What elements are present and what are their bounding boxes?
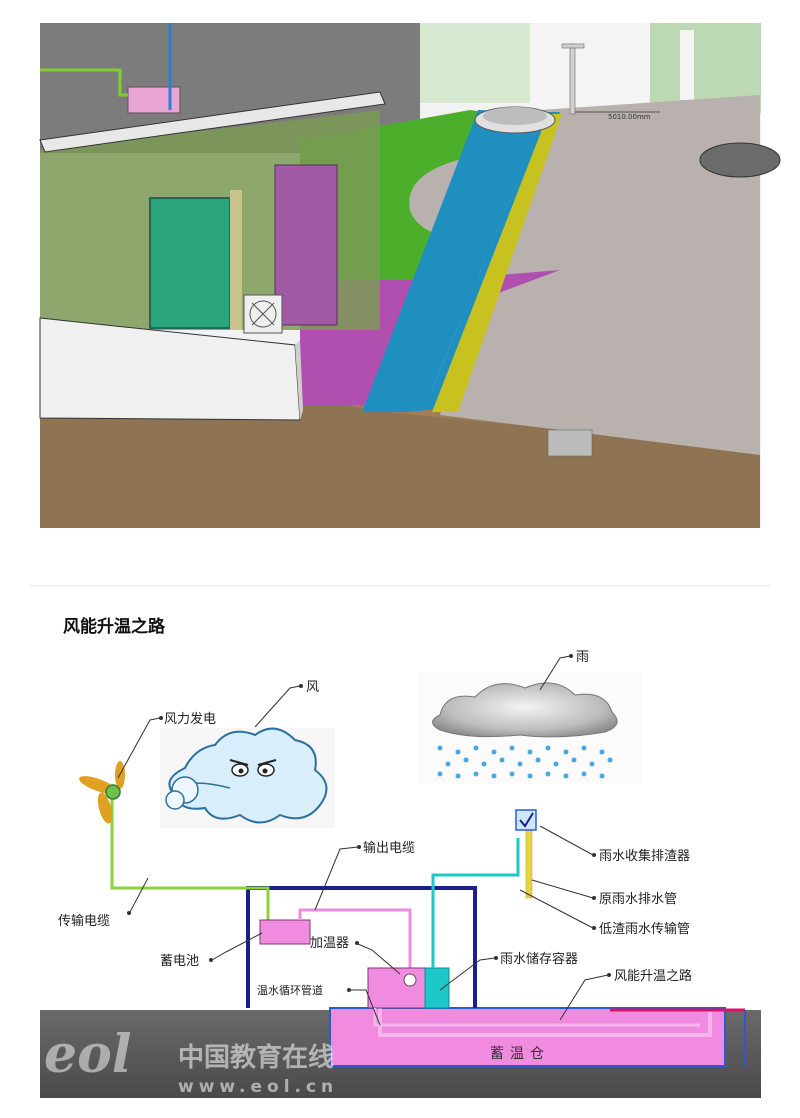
building-white <box>530 23 650 113</box>
label-hot-water-pipe: 温水循环管道 <box>257 983 323 997</box>
cabinet-side <box>230 190 242 330</box>
label-low-residue-pipe: 低渣雨水传输管 <box>599 921 690 937</box>
wind-cloud-icon <box>160 727 335 828</box>
output-cable <box>298 908 412 975</box>
shelter-roof <box>39 91 386 153</box>
front-wall-side <box>295 340 303 420</box>
3d-render: 5010.00mm <box>39 23 781 528</box>
pole-cap <box>561 43 585 49</box>
watermark-url: www.eol.cn <box>178 1077 338 1097</box>
battery <box>259 919 311 945</box>
low-residue-pipe <box>431 838 520 968</box>
pole <box>569 43 576 115</box>
blue-channel-wide <box>362 110 545 412</box>
building-wall-green <box>420 23 530 103</box>
enclosure <box>246 886 477 1008</box>
green-cabinet <box>149 197 231 329</box>
heater-icon <box>403 973 417 987</box>
label-wind: 风 <box>306 680 319 695</box>
wind-turbine-icon <box>79 761 125 880</box>
label-rain-storage: 雨水储存容器 <box>500 951 578 967</box>
green-pipe <box>40 68 128 97</box>
label-heater: 加温器 <box>310 936 349 951</box>
purple-panel <box>274 164 338 326</box>
heater-box <box>367 967 431 1009</box>
label-wind-power: 风力发电 <box>164 711 216 727</box>
planter-top <box>483 107 547 125</box>
diagram-title: 风能升温之路 <box>63 616 166 637</box>
dimension-label: 5010.00mm <box>608 113 651 121</box>
leader-dots <box>127 654 611 992</box>
storage-bin-label: 蓄温仓 <box>490 1046 550 1062</box>
bin-inner-pipe <box>378 1006 712 1037</box>
drain-slab <box>547 429 593 457</box>
fan-blade-2 <box>251 302 275 326</box>
label-wind-warming-route: 风能升温之路 <box>614 968 692 984</box>
label-rain-collector: 雨水收集排渣器 <box>599 848 690 864</box>
watermark-brand: 中国教育在线 <box>178 1042 334 1073</box>
fan-icon <box>249 300 277 328</box>
leader-lines <box>117 655 609 1026</box>
transmission-cable <box>110 880 270 920</box>
label-rain: 雨 <box>576 650 589 665</box>
raw-rain-pipe <box>525 827 533 899</box>
round-table <box>699 142 781 178</box>
pink-box <box>127 86 181 114</box>
door <box>680 30 694 100</box>
yellow-channel <box>432 114 562 412</box>
label-raw-rain-pipe: 原雨水排水管 <box>599 892 677 907</box>
label-battery: 蓄电池 <box>160 954 199 969</box>
rain-cloud-icon <box>418 672 642 784</box>
watermark-logo: eol <box>44 1024 132 1085</box>
watermark: eol 中国教育在线 www.eol.cn <box>44 1024 338 1097</box>
rain-storage-tank <box>424 967 450 1009</box>
collector-check <box>519 812 534 828</box>
label-transmission-cable: 传输电缆 <box>58 913 110 929</box>
raindrops <box>437 745 613 779</box>
label-output-cable: 输出电缆 <box>363 840 415 856</box>
